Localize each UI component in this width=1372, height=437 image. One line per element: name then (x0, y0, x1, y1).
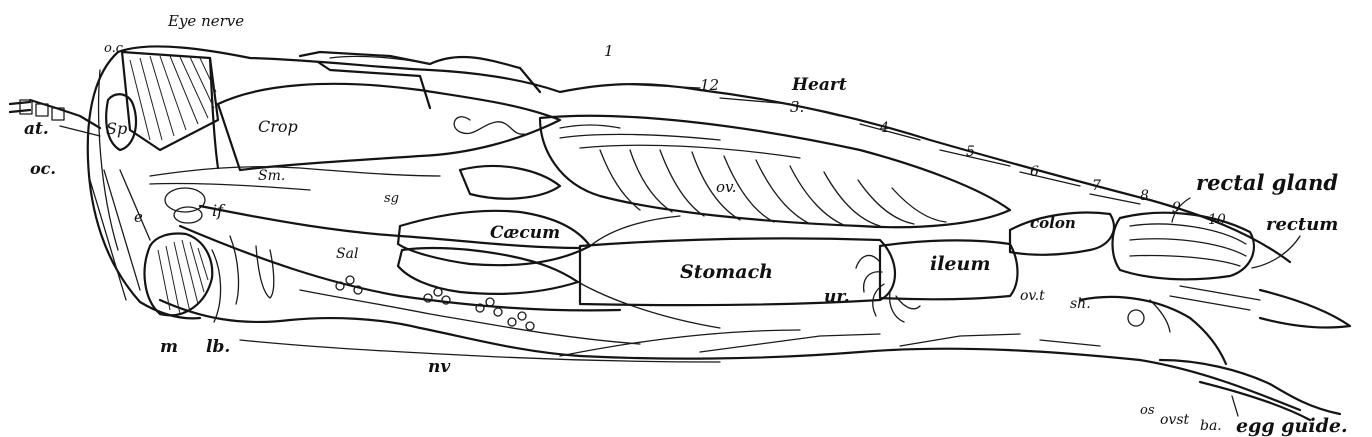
head-structures (8, 50, 275, 323)
salivary-and-nerve (239, 275, 721, 363)
label-sal: Sal (336, 246, 358, 262)
label-heart: Heart (791, 75, 847, 95)
label-lb: lb. (206, 337, 230, 357)
label-seg-5: 5 (966, 144, 975, 160)
label-seg-2: 12 (700, 76, 719, 94)
label-seg-6: 6 (1030, 164, 1039, 180)
label-seg-7: 7 (1092, 178, 1101, 194)
label-crop: Crop (258, 117, 298, 136)
label-ur: ur. (824, 287, 850, 307)
label-at: at. (24, 119, 49, 139)
label-seg-8: 8 (1140, 188, 1149, 204)
label-e: e (134, 208, 143, 226)
label-oc-left: oc. (30, 159, 56, 178)
body-outline (86, 45, 1302, 412)
label-oc-top: o.c. (104, 41, 127, 56)
label-if: if (212, 201, 226, 220)
label-seg-9: 9 (1172, 200, 1181, 216)
label-sp: Sp (106, 119, 127, 138)
label-seg-10: 10 (1208, 212, 1226, 228)
label-eye-nerve: Eye nerve (167, 12, 244, 30)
label-colon: colon (1030, 214, 1076, 232)
label-m: m (160, 337, 178, 357)
label-bo: ba. (1200, 418, 1222, 434)
ovary (453, 114, 1012, 229)
label-ov: ov. (716, 178, 737, 196)
malpighian-tubules (855, 254, 921, 323)
label-sg: sg (384, 191, 399, 206)
leader-lines (1171, 197, 1301, 417)
label-ileum: ileum (930, 253, 990, 275)
label-seg-4: 4 (879, 120, 889, 136)
label-ovt: ov.t (1020, 288, 1045, 304)
label-egg-guide: egg guide. (1236, 415, 1348, 437)
label-nv: nv (428, 357, 451, 377)
ovipositor (1078, 285, 1352, 422)
label-sm: Sm. (258, 168, 285, 184)
label-rectum: rectum (1266, 214, 1338, 235)
label-seg-3: 3. (790, 98, 804, 116)
labels: Eye nerve o.c. at. Sp oc. Crop Sm. e if … (24, 12, 1348, 437)
label-caecum: Cæcum (490, 223, 560, 243)
label-ovst: ovst (1160, 412, 1190, 428)
label-seg-1: 1 (604, 42, 614, 60)
label-sh: sh. (1070, 296, 1091, 312)
digestive-tract (149, 82, 1256, 329)
label-os: os (1140, 403, 1155, 418)
label-stomach: Stomach (680, 261, 773, 283)
label-rectal-gland: rectal gland (1196, 170, 1338, 195)
